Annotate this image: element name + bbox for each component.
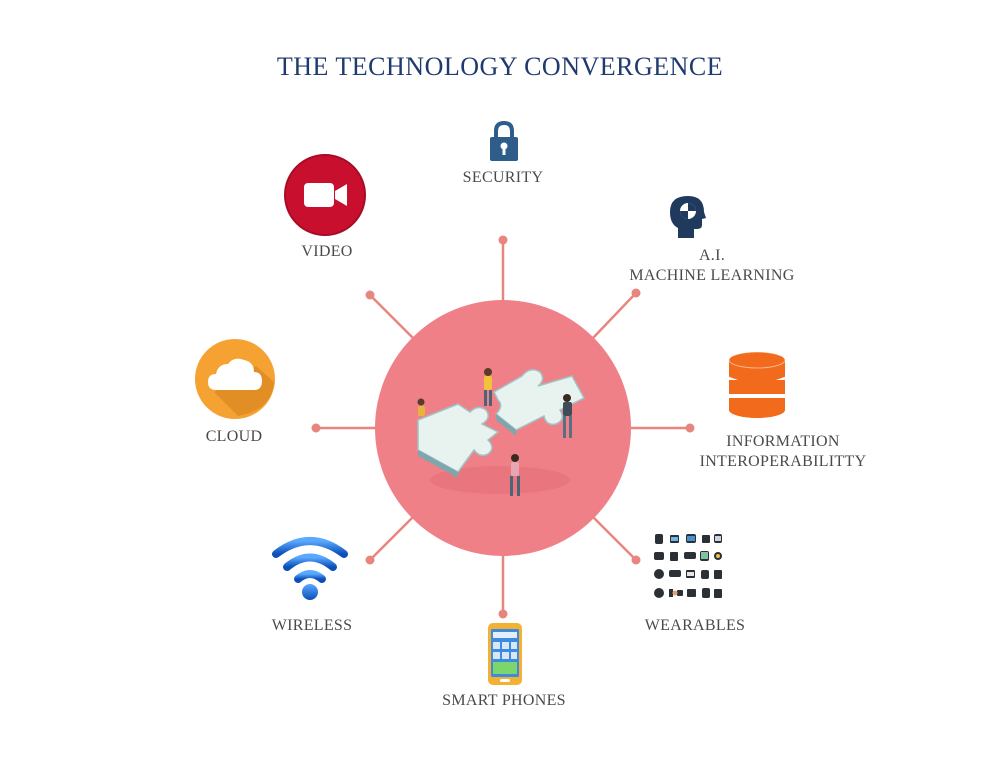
padlock-icon: [490, 120, 518, 161]
cloud-icon: [195, 339, 275, 419]
wearables-label: WEARABLES: [644, 617, 746, 634]
video-camera-icon: [284, 154, 366, 236]
wireless-label: WIRELESS: [271, 617, 353, 634]
smartphone-icon: [488, 623, 522, 685]
dot-ai: [631, 288, 641, 298]
database-icon: [728, 351, 786, 418]
dot-wearables: [631, 555, 641, 565]
dot-security: [498, 235, 508, 245]
spoke-ai: [592, 292, 637, 339]
puzzle-teamwork-icon: [417, 368, 586, 496]
dot-smart-phones: [498, 609, 508, 619]
person-1: [484, 368, 492, 406]
spoke-wireless: [369, 516, 414, 561]
information-label: INFORMATION INTEROPERABILITTY: [699, 433, 867, 470]
ai-label: A.I. MACHINE LEARNING: [629, 247, 795, 284]
dot-cloud: [311, 423, 321, 433]
wearable-devices-icon: [650, 530, 726, 606]
spokes: [316, 240, 690, 614]
video-label: VIDEO: [301, 243, 353, 260]
wifi-icon: [272, 537, 348, 600]
smart-phones-label: SMART PHONES: [442, 692, 566, 709]
hub-circle: [375, 300, 631, 556]
cloud-label: CLOUD: [205, 428, 263, 445]
dot-information: [685, 423, 695, 433]
spoke-dots: [311, 235, 695, 619]
spoke-wearables: [592, 516, 637, 561]
dot-video: [365, 290, 375, 300]
brain-head-icon: [670, 196, 706, 238]
security-label: SECURITY: [462, 169, 544, 186]
dot-wireless: [365, 555, 375, 565]
person-2: [563, 394, 572, 438]
spoke-video: [369, 294, 414, 339]
diagram-title: THE TECHNOLOGY CONVERGENCE: [276, 52, 724, 81]
person-3: [417, 398, 425, 416]
person-4: [510, 454, 520, 496]
